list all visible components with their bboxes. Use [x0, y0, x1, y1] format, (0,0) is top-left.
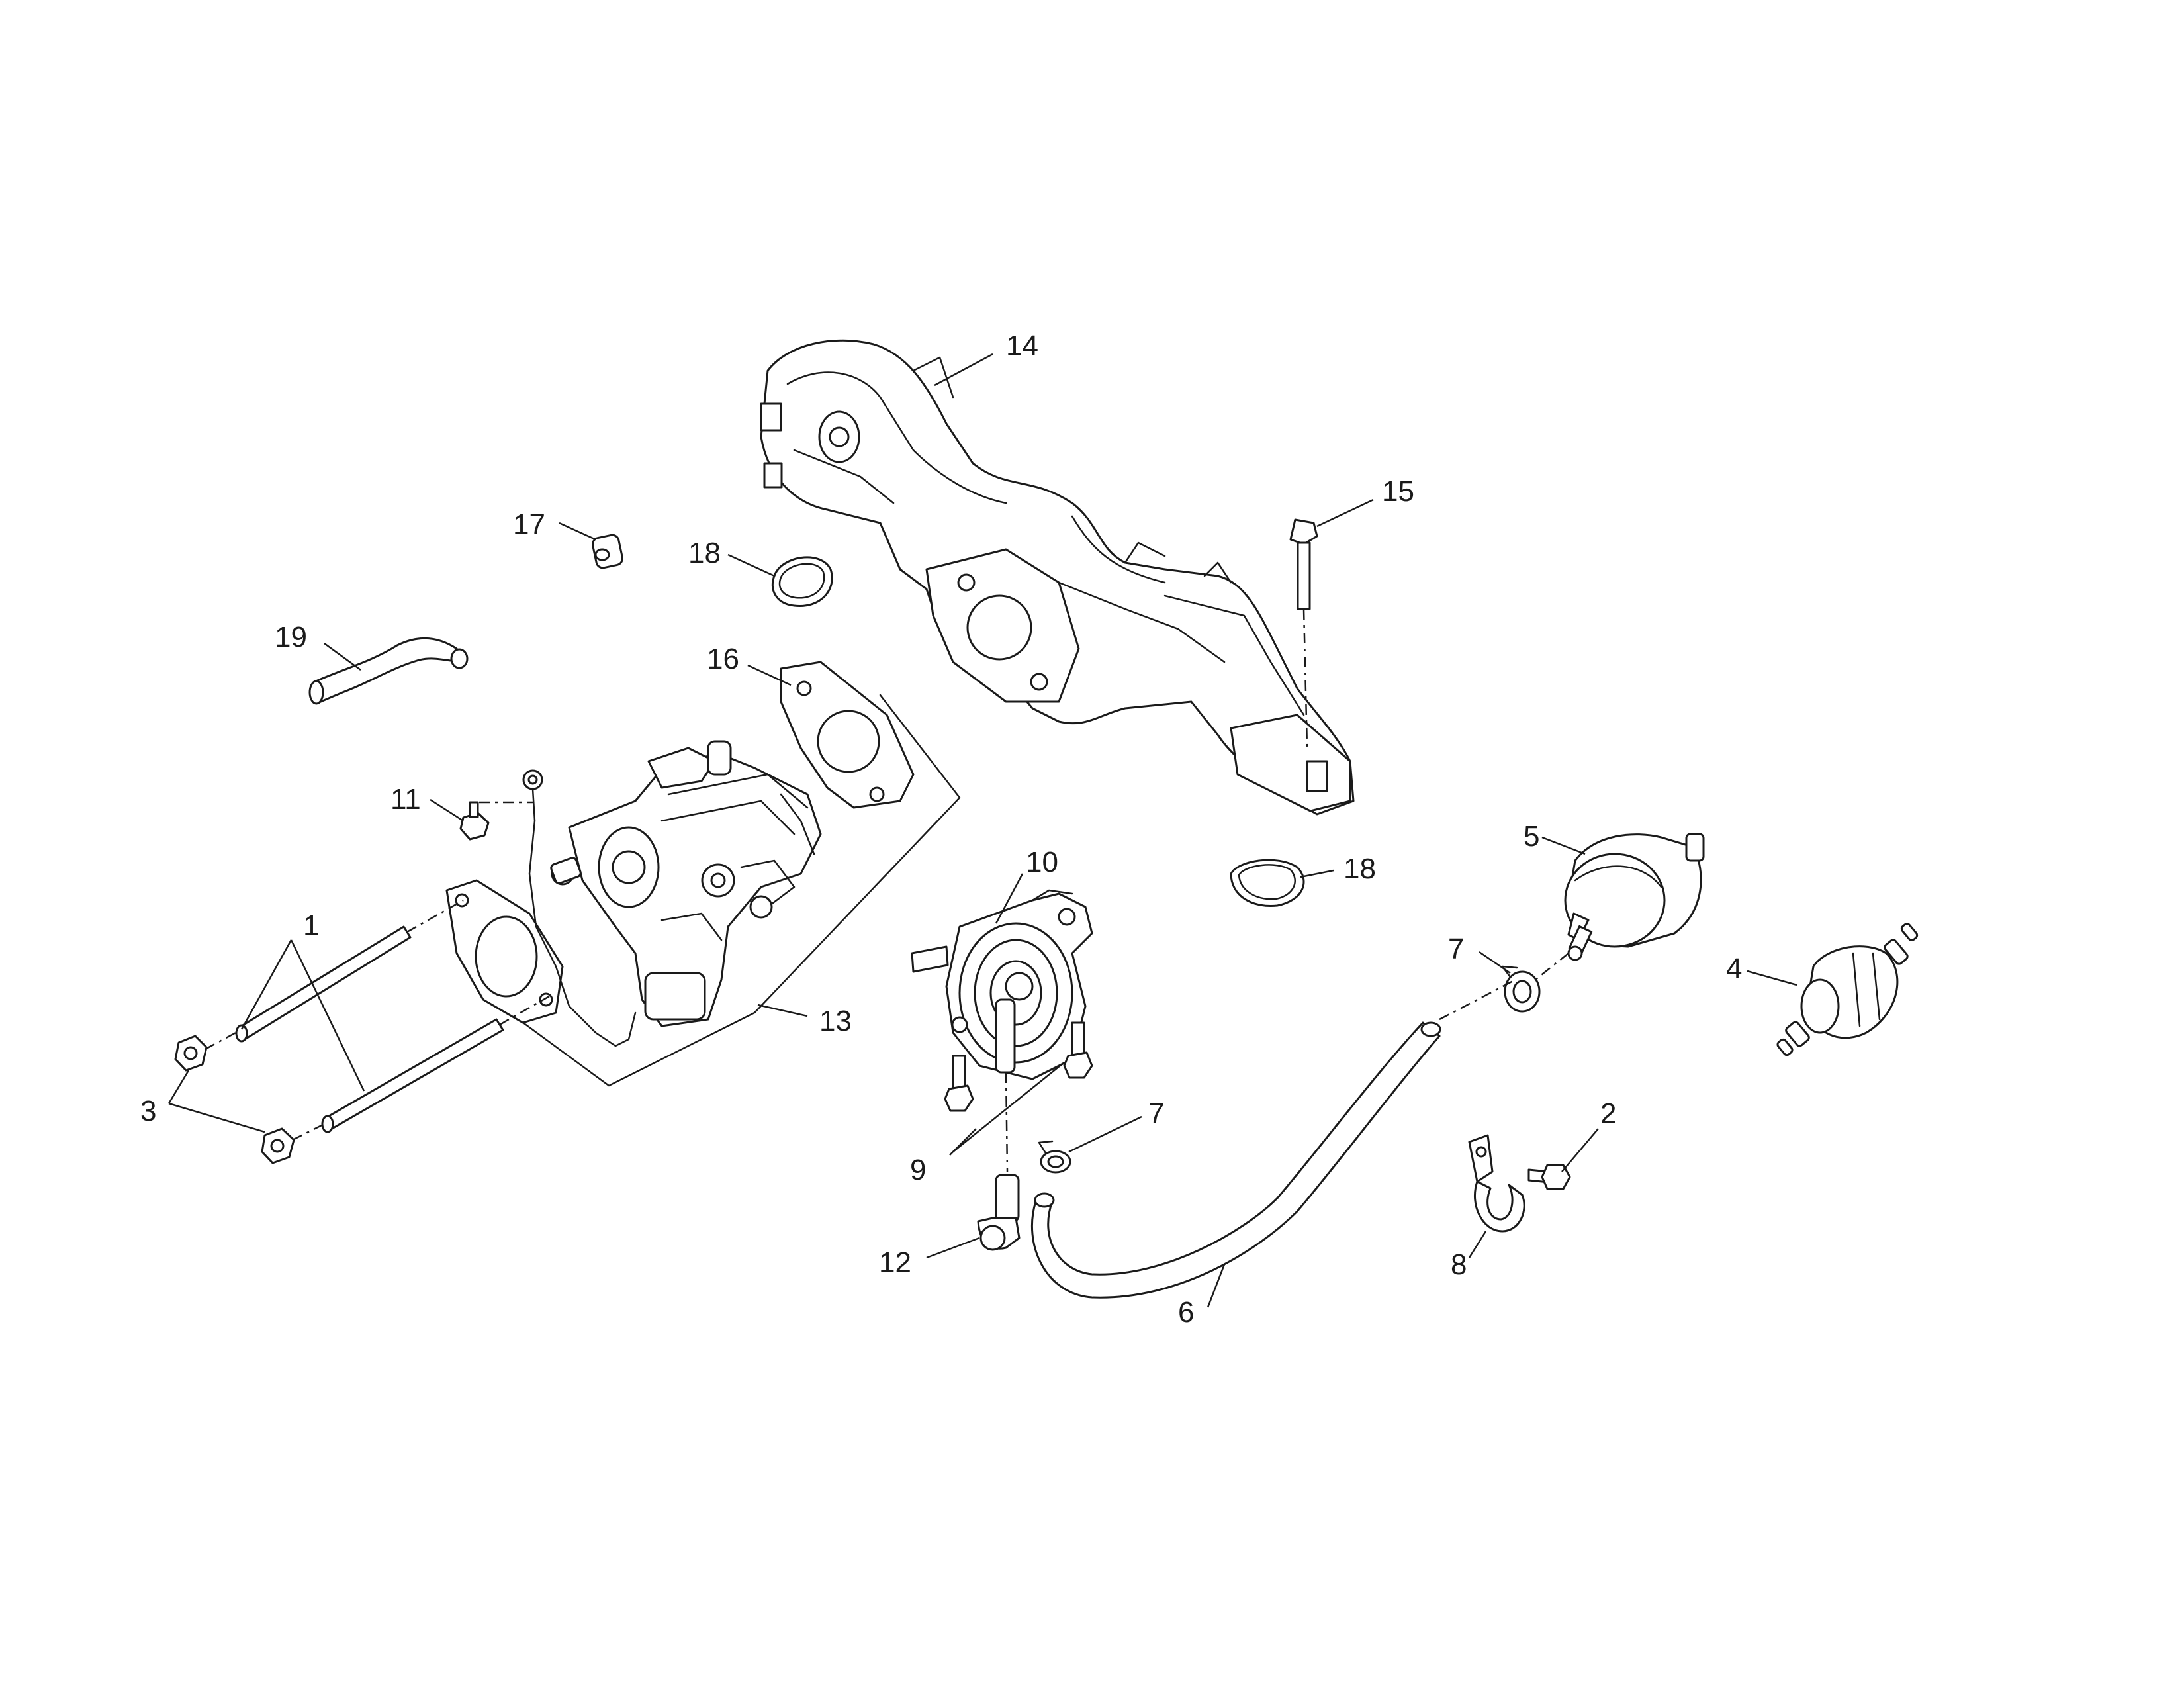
callouts: 14 15 17 18 18 19 16 11 1 13 10 5 4 7 7 …	[140, 330, 1742, 1329]
callout-6: 6	[1178, 1296, 1194, 1329]
hose-clamp-7-upper	[1501, 965, 1541, 1013]
callout-9: 9	[910, 1154, 926, 1186]
callout-14: 14	[1006, 330, 1038, 362]
plug-17	[592, 534, 623, 569]
stud-lower	[321, 995, 550, 1133]
gasket-16	[780, 661, 915, 809]
o-ring-18-upper	[771, 556, 833, 608]
fuel-pump-5	[1535, 833, 1705, 980]
callout-11: 11	[390, 783, 421, 816]
fuel-filter-4	[1776, 923, 1919, 1056]
callout-18-upper: 18	[688, 537, 721, 569]
breather-hose-19	[308, 637, 469, 705]
callout-5: 5	[1524, 820, 1539, 853]
hose-clamp-7-lower	[1038, 1140, 1071, 1174]
stud-upper	[235, 899, 464, 1043]
bracket-outlet-tube	[995, 998, 1016, 1172]
elbow-fitting-12	[977, 1174, 1021, 1251]
callout-18-lower: 18	[1343, 853, 1376, 885]
callout-17: 17	[513, 508, 545, 541]
callout-7-lower: 7	[1148, 1098, 1164, 1130]
callout-10: 10	[1026, 846, 1058, 878]
leader-lines	[167, 353, 1797, 1308]
callout-3: 3	[140, 1095, 156, 1127]
callout-2: 2	[1600, 1098, 1616, 1130]
callout-12: 12	[879, 1246, 911, 1279]
intake-manifold	[760, 339, 1355, 816]
o-ring-18-lower	[1230, 859, 1305, 908]
carburetor	[550, 740, 822, 1027]
callout-16: 16	[707, 643, 739, 675]
carburetor-gasket-plate	[445, 879, 564, 1024]
nut-lower	[261, 1123, 325, 1164]
callout-15: 15	[1382, 475, 1414, 508]
bolt-15	[1289, 518, 1318, 749]
screw-9-right	[1063, 1021, 1093, 1079]
callout-19: 19	[275, 621, 307, 653]
fuel-hose-6	[1030, 978, 1516, 1299]
ground-wire	[522, 769, 637, 1047]
callout-7-upper: 7	[1448, 933, 1464, 965]
callout-13: 13	[819, 1005, 852, 1037]
screw-9-left	[944, 1055, 974, 1112]
hose-clip-8	[1468, 1134, 1525, 1233]
callout-8: 8	[1451, 1248, 1467, 1281]
callout-1: 1	[303, 910, 319, 942]
callout-4: 4	[1726, 953, 1742, 985]
nut-upper	[174, 1030, 239, 1072]
bolt-11	[459, 801, 533, 841]
